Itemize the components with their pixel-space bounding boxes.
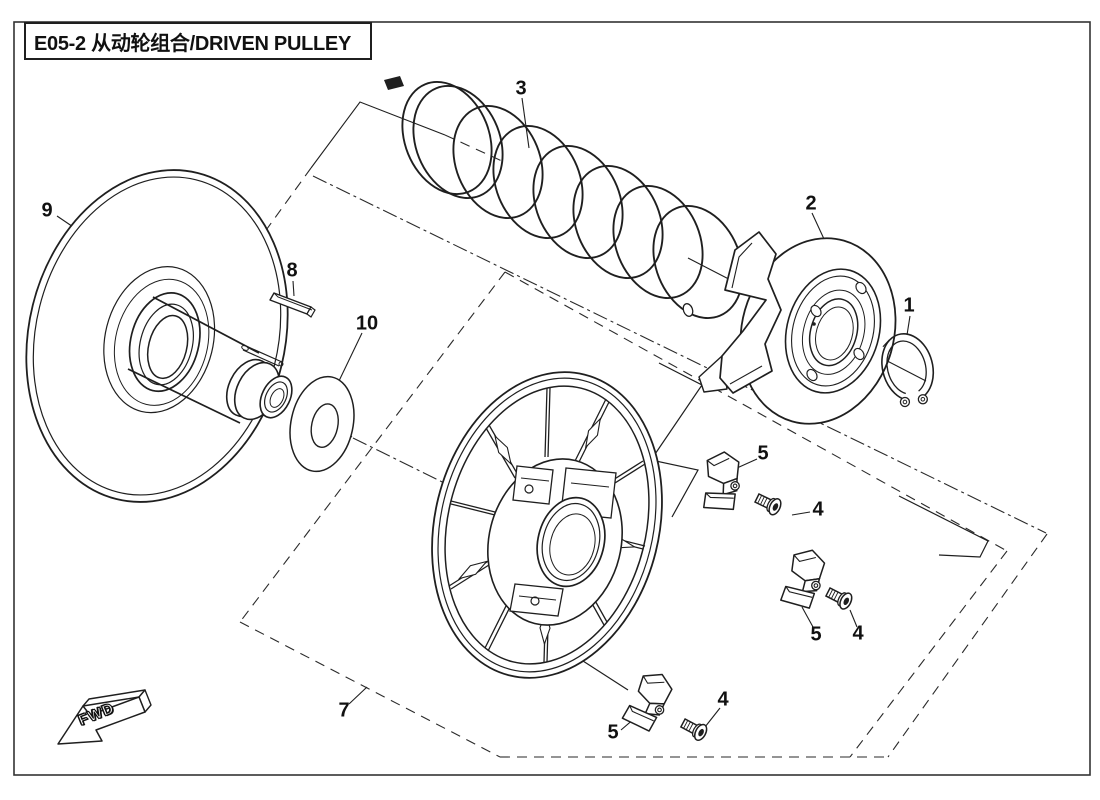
part-9-fixed-sheave <box>25 169 293 503</box>
page-title: E05-2 从动轮组合/DRIVEN PULLEY <box>34 32 352 55</box>
part-7-movable-sheave <box>431 371 663 679</box>
part-4-screw-middle <box>823 583 855 612</box>
title-box: E05-2 从动轮组合/DRIVEN PULLEY <box>24 22 372 60</box>
part-5-slider-upper <box>695 449 746 515</box>
part-1-circlip <box>881 333 935 408</box>
part-4-screw-lower <box>678 714 710 743</box>
fwd-arrow-icon <box>57 689 152 745</box>
part-5-slider-lower <box>620 666 676 735</box>
part-3-spring <box>384 76 744 319</box>
part-8-key <box>269 292 316 318</box>
group-boundary-lines <box>239 101 1048 758</box>
part-4-screw-upper <box>752 489 784 518</box>
part-10-washer <box>289 375 355 473</box>
part-2-cam <box>698 231 897 425</box>
page-border <box>13 21 1091 776</box>
part-5-slider-middle <box>779 547 827 610</box>
